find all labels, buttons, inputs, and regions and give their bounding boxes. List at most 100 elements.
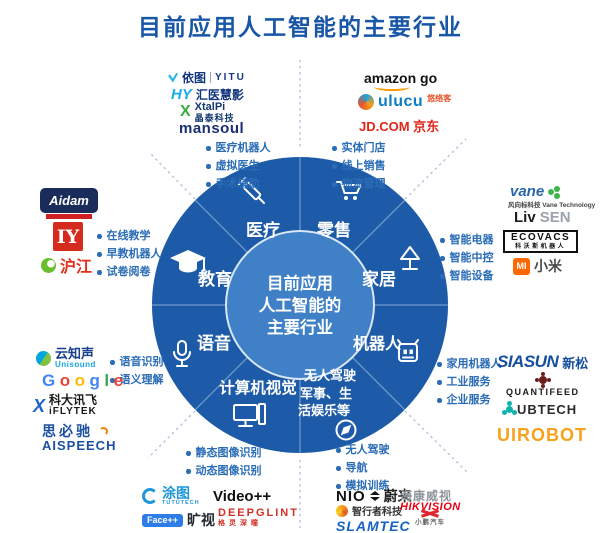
logo-text: 科大讯飞 (49, 393, 98, 407)
logo-text: SIASUN (497, 352, 559, 371)
sector-label-vision: 计算机视觉 (219, 378, 297, 397)
logo-amazon-go: amazon go (364, 70, 438, 91)
nio-chevrons-icon (369, 491, 380, 501)
bullet-label: 模拟训练 (345, 480, 390, 492)
sector-label-driving-1: 无人驾驶 (303, 368, 356, 383)
logo-text: TUTUTECH (162, 499, 200, 506)
logo-text: QUANTIFEED (506, 387, 580, 397)
bullet-label: 在线教学 (106, 230, 151, 242)
logo-ecovacs: ECOVACS 科沃斯机器人 (503, 230, 579, 253)
logo-mansoul: mansoul (179, 120, 244, 137)
logo-slamtec: SLAMTEC (336, 518, 411, 533)
bullet-label: 语义理解 (119, 374, 164, 386)
xiaomi-mi-icon: MI (513, 257, 530, 275)
tutu-chameleon-icon (142, 488, 158, 505)
ubtech-dots-icon (506, 406, 513, 413)
sector-label-robot: 机器人 (353, 334, 402, 353)
logo-yitu: 依图 YITU (168, 69, 246, 86)
bullet-label: 企业服务 (446, 394, 491, 406)
logo-xtalpi: X XtalPi 晶泰科技 (180, 101, 235, 123)
bullet-dot (110, 360, 115, 365)
logo-zhixingzhe: 智行者科技 (336, 503, 402, 518)
logo-text: 小米 (534, 258, 562, 274)
logo-text: 智行者科技 (352, 507, 402, 518)
bullet-dot (186, 451, 191, 456)
bullet-label: 语音识别 (119, 356, 164, 368)
logo-text: ECOVACS (511, 232, 571, 243)
logo-text: Video++ (213, 488, 272, 505)
bullet-label: 试卷阅卷 (106, 266, 151, 278)
bullet-dot (437, 398, 442, 403)
yitu-bird-icon (168, 72, 178, 83)
sector-label-home: 家居 (362, 269, 396, 289)
ulucu-swirl-icon (358, 94, 374, 110)
logo-text: UIROBOT (497, 425, 587, 445)
sector-label-voice: 语音 (197, 333, 231, 353)
vane-clover-icon (548, 188, 555, 195)
logo-aidam: Aidam (40, 188, 98, 213)
bullet-dot (440, 238, 445, 243)
bullet-dot (206, 182, 211, 187)
graduation-cap-icon (170, 250, 206, 273)
logo-text: amazon go (364, 70, 438, 86)
home-bullets: 智能电器 智能中控 智能设备 (440, 233, 494, 287)
xtalpi-x-icon: X (180, 103, 191, 121)
bullet-label: 手术辅助 (215, 178, 260, 190)
logo-text: Unisound (55, 359, 96, 369)
aidam-red-bar (46, 214, 92, 219)
xpeng-x-icon (421, 508, 439, 518)
logo-text: mansoul (179, 120, 245, 137)
logo-text: 科沃斯机器人 (515, 243, 567, 250)
bullet-label: 实体门店 (341, 142, 386, 154)
logo-xiaomi: MI 小米 (513, 256, 562, 276)
iflytek-x-icon: X (33, 395, 46, 416)
bullet-label: 智能电器 (449, 234, 494, 246)
bullet-label: 线上销售 (341, 160, 386, 172)
logo-hikvision-en: HIKVISION (400, 501, 461, 513)
logo-text: ulucu (378, 93, 424, 110)
logo-text: 格灵深瞳 (218, 519, 262, 527)
logo-huiyihuiying: HY 汇医慧影 (171, 86, 244, 103)
bullet-label: 工业服务 (446, 376, 491, 388)
bullet-dot (206, 164, 211, 169)
logo-text: 汇医慧影 (195, 88, 244, 102)
bullet-dot (437, 362, 442, 367)
bullet-dot (332, 182, 337, 187)
bullet-label: 虚拟医生 (215, 160, 260, 172)
bullet-dot (97, 252, 102, 257)
logo-text: 思必驰 (42, 423, 93, 439)
center-title-line2: 人工智能的 (259, 295, 342, 315)
bullet-dot (437, 380, 442, 385)
sector-label-medical: 医疗 (246, 220, 280, 240)
robot-bullets: 家用机器人 工业服务 企业服务 (437, 357, 502, 411)
logo-aispeech: 思必驰 AISPEECH (42, 424, 116, 452)
logo-text: 涂图 (162, 485, 190, 501)
logo-text: Liv (514, 209, 536, 226)
dashed-connectors (147, 60, 469, 528)
logo-text: NIO (336, 487, 366, 505)
logo-text: YITU (215, 72, 246, 83)
logo-iflytek: X 科大讯飞 iFLYTEK (33, 394, 97, 417)
bullet-label: 导航 (345, 462, 368, 474)
bullet-dot (332, 164, 337, 169)
medical-bullets: 医疗机器人 虚拟医生 手术辅助 (206, 141, 271, 195)
sector-label-driving-3: 活娱乐等 (298, 403, 350, 418)
logo-xpeng: 小鹏汽车 (415, 508, 445, 527)
logo-text: 晶泰科技 (194, 112, 235, 123)
logo-text: AISPEECH (42, 437, 117, 453)
bullet-dot (440, 256, 445, 261)
bullet-dot (206, 146, 211, 151)
bullet-dot (336, 484, 341, 489)
logo-quantifeed: QUANTIFEED (506, 376, 580, 397)
bullet-label: 家用机器人 (446, 358, 502, 370)
compass-icon (335, 419, 357, 441)
center-title-line1: 目前应用 (267, 273, 333, 293)
aispeech-wave-icon (99, 426, 108, 436)
logo-text: JD.COM 京东 (359, 119, 440, 134)
bullet-dot (186, 469, 191, 474)
logo-text: 新松 (562, 355, 589, 371)
facepp-badge: Face++ (142, 513, 184, 527)
